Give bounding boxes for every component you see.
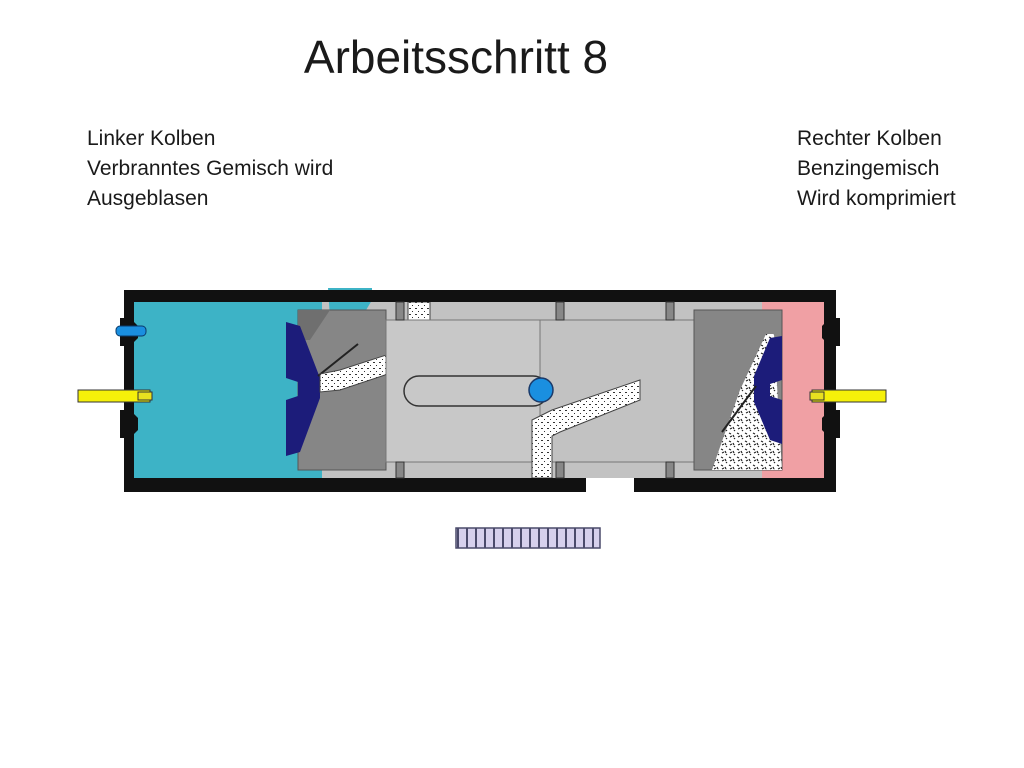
- guide-post: [555, 461, 565, 479]
- right-piston-head: [754, 336, 782, 444]
- crank-slot: [403, 375, 549, 407]
- left-exhaust-outlet: [115, 325, 147, 337]
- right-piston-caption-line-2: Benzingemisch: [797, 157, 940, 180]
- right-wall-bump-top: [822, 318, 840, 346]
- guide-post: [395, 461, 405, 479]
- right-piston-caption-line-3: Wird komprimiert: [797, 187, 956, 210]
- left-piston-caption-line-2: Verbranntes Gemisch wird: [87, 157, 334, 180]
- left-piston-caption-line-3: Ausgeblasen: [87, 187, 209, 210]
- guide-post: [395, 301, 405, 321]
- right-spark-plug-icon: [809, 389, 887, 403]
- left-wall-bump-bottom: [120, 410, 138, 438]
- left-piston-caption: Linker Kolben Verbranntes Gemisch wird A…: [87, 124, 333, 214]
- right-piston-caption: Rechter Kolben Benzingemisch Wird kompri…: [797, 124, 956, 214]
- guide-post: [555, 301, 565, 321]
- scale-bar: [455, 527, 601, 549]
- left-piston-caption-line-1: Linker Kolben: [87, 127, 216, 150]
- slide-title: Arbeitsschritt 8: [303, 31, 609, 83]
- right-wall-bump-bottom: [822, 410, 840, 438]
- housing-wall-bottom-left: [124, 478, 586, 492]
- piston-pin-icon: [528, 377, 554, 403]
- left-piston-head: [286, 322, 320, 456]
- guide-post: [665, 461, 675, 479]
- left-connecting-rod: [317, 343, 359, 377]
- housing-wall-bottom-right: [634, 478, 836, 492]
- left-piston-skirt: [298, 310, 330, 340]
- housing-wall-top: [124, 290, 836, 302]
- right-piston-caption-line-1: Rechter Kolben: [797, 127, 942, 150]
- guide-post: [665, 301, 675, 321]
- left-spark-plug-icon: [77, 389, 153, 403]
- right-connecting-rod: [721, 385, 757, 433]
